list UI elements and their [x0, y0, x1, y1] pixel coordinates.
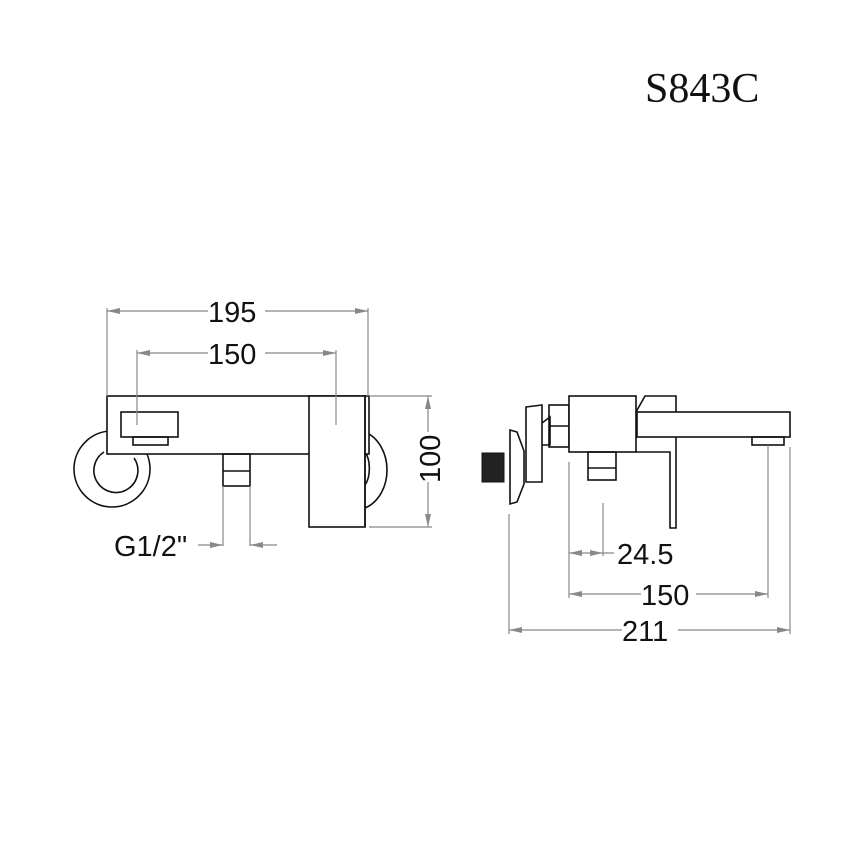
right-escutcheon	[364, 431, 388, 509]
threaded-inlet	[481, 452, 505, 483]
side-lever-handle	[635, 395, 677, 529]
side-view: 24.5 150 211	[481, 395, 791, 648]
front-view: 195 150 100 G1/2"	[73, 297, 447, 563]
dim-195: 195	[208, 297, 256, 329]
spout	[636, 411, 791, 438]
left-eccentric	[93, 451, 139, 494]
dim-thread: G1/2"	[114, 531, 187, 563]
dim-150-front: 150	[208, 339, 256, 371]
aerator	[751, 436, 785, 446]
dim-24-5: 24.5	[617, 539, 673, 571]
model-code: S843C	[645, 66, 759, 112]
dim-100: 100	[415, 435, 447, 483]
side-valve-body	[568, 395, 637, 453]
dim-211: 211	[622, 616, 668, 648]
wall-flange	[509, 428, 525, 506]
lever-handle	[308, 395, 366, 528]
dim-150-side: 150	[641, 580, 689, 612]
bottom-outlet	[222, 453, 251, 487]
